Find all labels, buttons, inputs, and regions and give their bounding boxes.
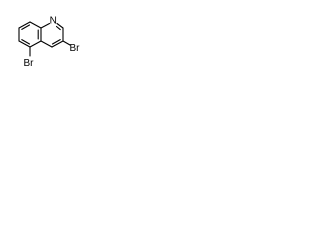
pyridine-ring [40, 22, 64, 48]
bond-c7-c8 [18, 21, 31, 29]
bromine-atom-label-5: Br [24, 58, 35, 69]
double-bond-n1-c2 [55, 25, 61, 31]
bond-c4-c4a [40, 40, 53, 48]
bond-c8-c8a [29, 21, 42, 29]
molecule-structure: N Br Br [18, 16, 81, 69]
bond-c3-br [62, 40, 71, 46]
double-bond-c7-c8 [21, 24, 31, 30]
bromine-atom-label-3: Br [70, 43, 81, 54]
bond-n1-c2 [56, 22, 64, 29]
bond-c5-c6 [18, 40, 31, 48]
benzene-ring [18, 21, 42, 48]
bond-c8a-n1 [40, 22, 51, 29]
double-bond-c3-c4 [51, 39, 61, 45]
bond-c3-c4 [51, 40, 64, 48]
bond-c4a-c5 [29, 40, 42, 48]
nitrogen-atom-label: N [50, 16, 57, 27]
double-bond-c5-c6 [21, 39, 31, 45]
